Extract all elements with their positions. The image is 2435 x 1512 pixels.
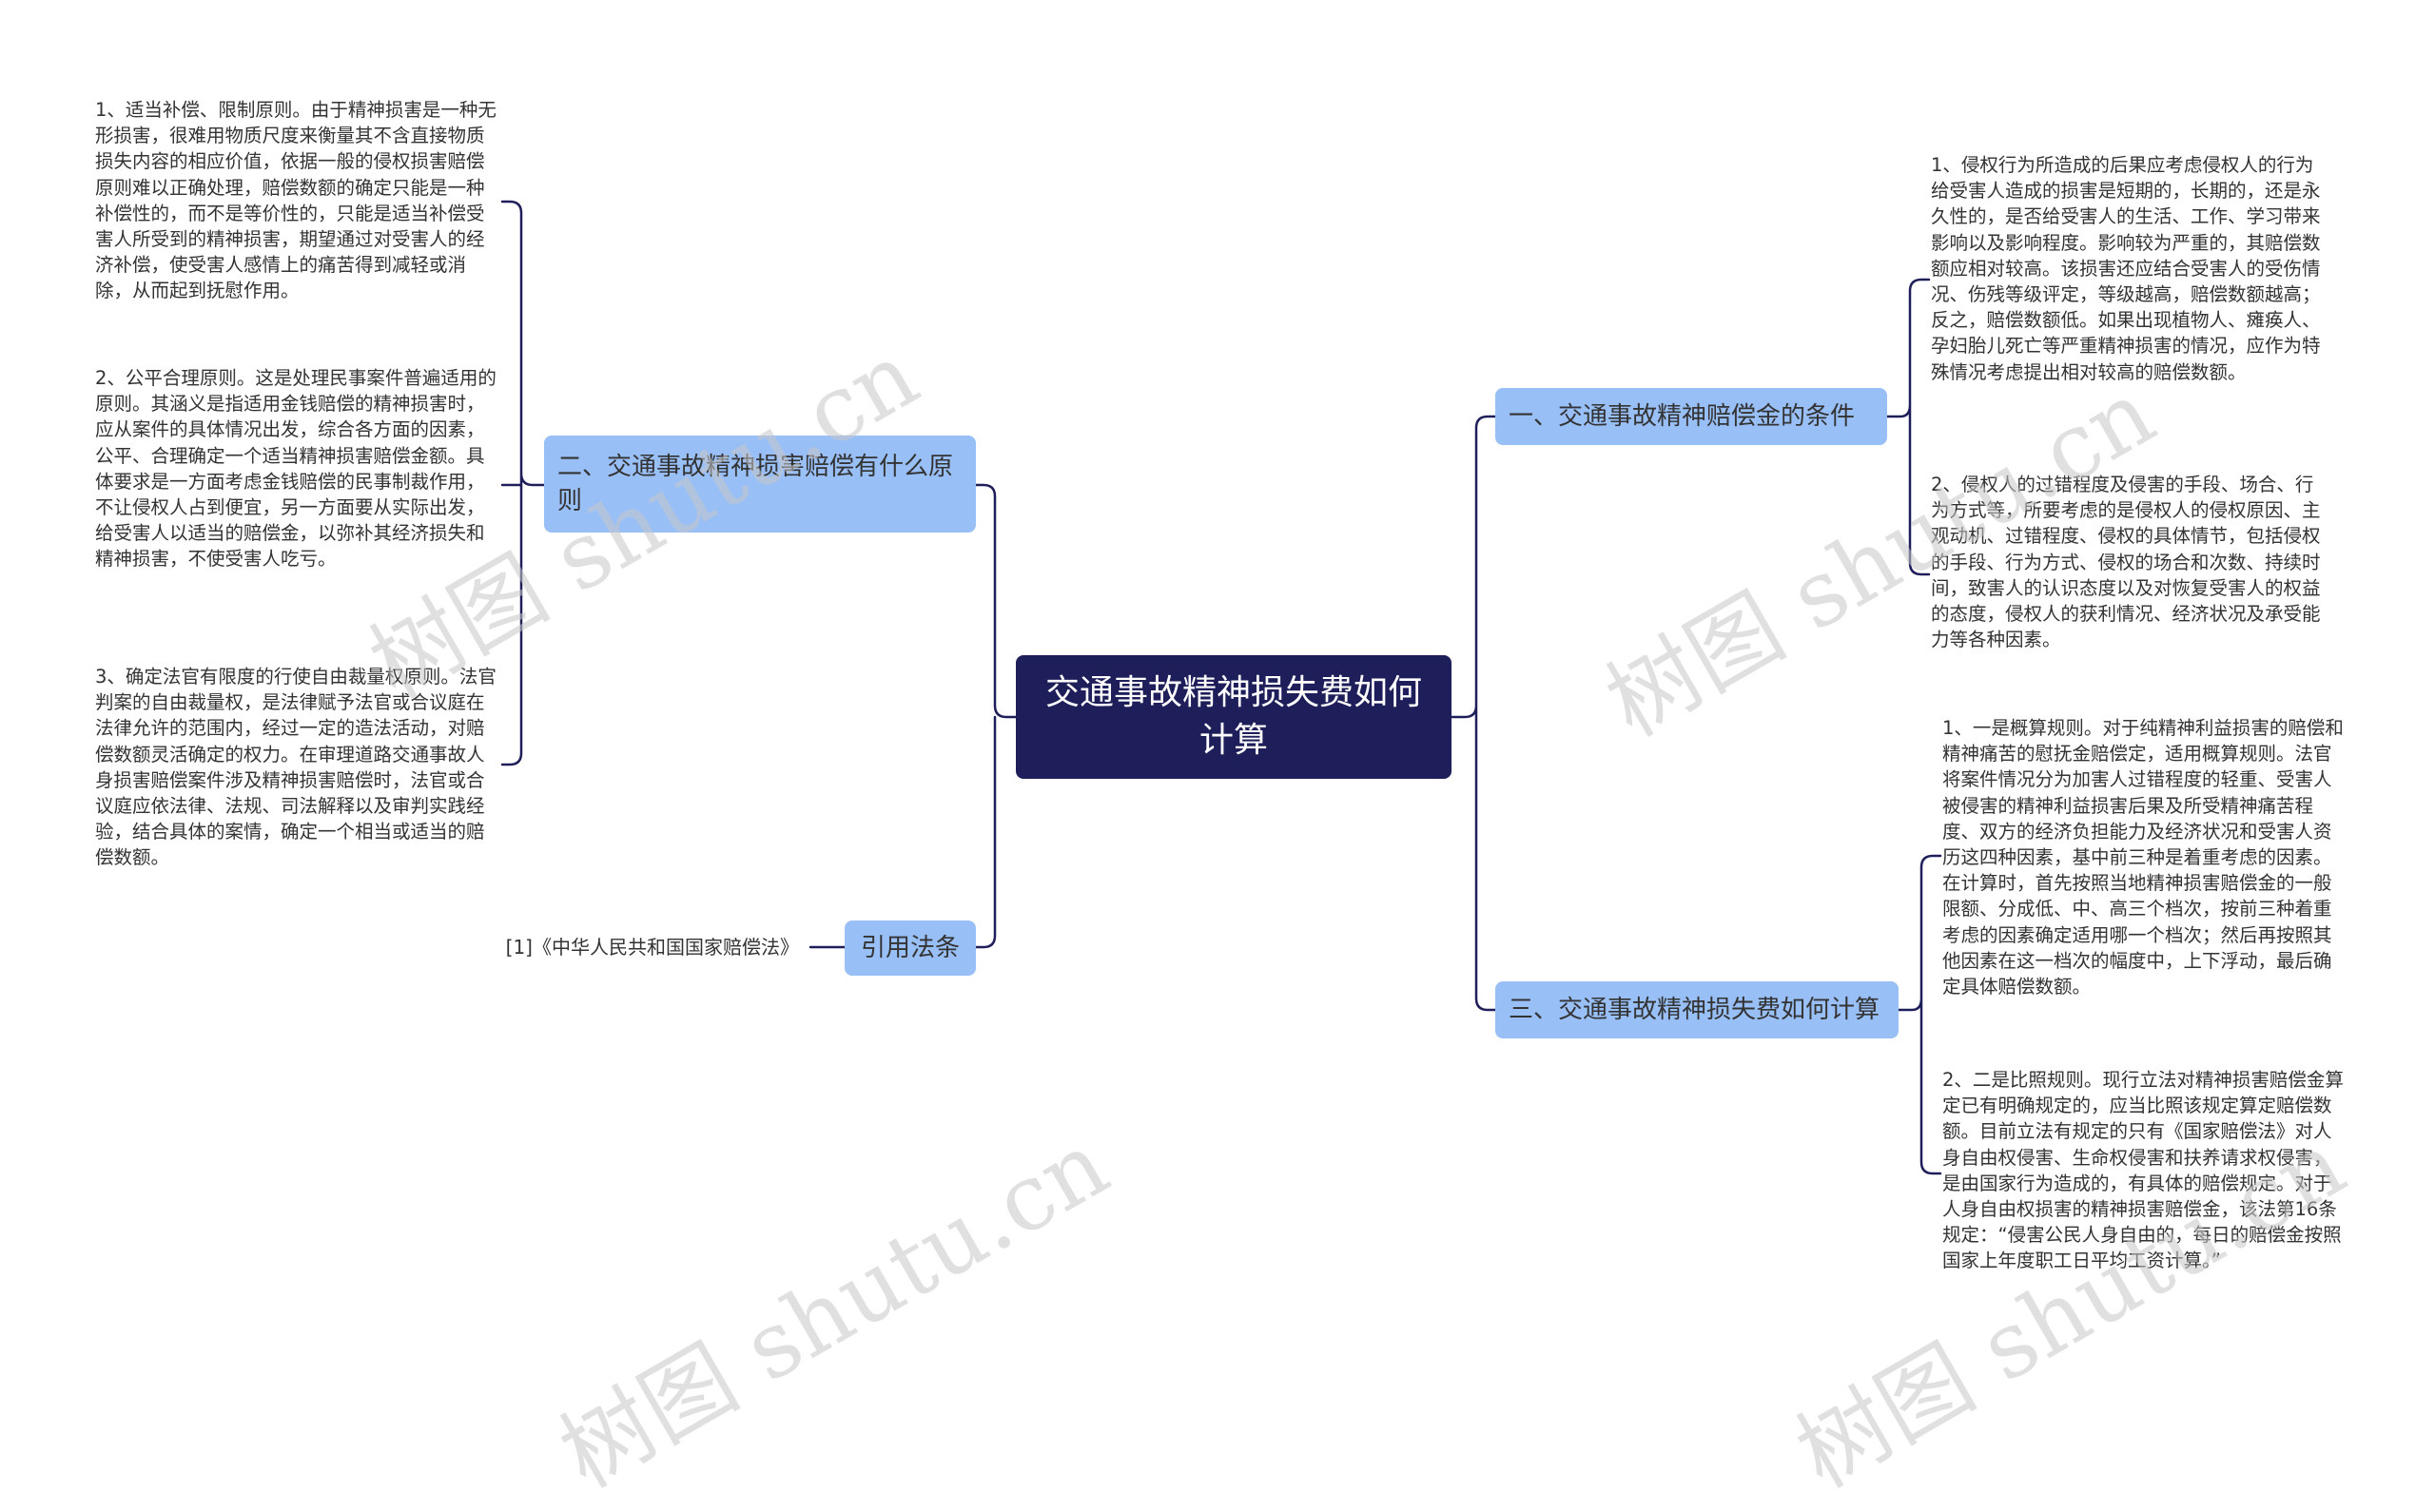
leaf-text: 3、确定法官有限度的行使自由裁量权原则。法官判案的自由裁量权，是法律赋予法官或合… [95,666,497,869]
leaf-principles-3[interactable]: 3、确定法官有限度的行使自由裁量权原则。法官判案的自由裁量权，是法律赋予法官或合… [95,664,500,871]
root-topic[interactable]: 交通事故精神损失费如何计算 [1016,655,1451,779]
link-root-left [974,483,1018,949]
link-principles-leaves [500,200,546,766]
connector-lines [500,200,1942,1175]
leaf-text: 2、二是比照规则。现行立法对精神损害赔偿金算定已有明确规定的，应当比照该规定算定… [1942,1069,2344,1272]
branch-calculation[interactable]: 三、交通事故精神损失费如何计算 [1495,981,1899,1038]
leaf-principles-2[interactable]: 2、公平合理原则。这是处理民事案件普遍适用的原则。其涵义是指适用金钱赔偿的精神损… [95,365,500,572]
branch-principles-label: 二、交通事故精神损害赔偿有什么原则 [557,453,954,515]
branch-citation[interactable]: 引用法条 [845,921,976,976]
leaf-text: 2、侵权人的过错程度及侵害的手段、场合、行为方式等，所要考虑的是侵权人的侵权原因… [1931,474,2321,651]
branch-conditions[interactable]: 一、交通事故精神赔偿金的条件 [1495,388,1887,445]
root-topic-label: 交通事故精神损失费如何计算 [1044,673,1422,760]
branch-citation-label: 引用法条 [860,934,960,962]
leaf-text: [1]《中华人民共和国国家赔偿法》 [505,936,799,959]
link-root-right [1450,415,1497,1012]
link-conditions-leaves [1885,278,1931,576]
branch-conditions-label: 一、交通事故精神赔偿金的条件 [1509,402,1856,431]
leaf-calculation-1[interactable]: 1、一是概算规则。对于纯精神利益损害的赔偿和精神痛苦的慰抚金赔偿定，适用概算规则… [1942,715,2347,999]
leaf-principles-1[interactable]: 1、适当补偿、限制原则。由于精神损害是一种无形损害，很难用物质尺度来衡量其不含直… [95,97,500,304]
leaf-conditions-1[interactable]: 1、侵权行为所造成的后果应考虑侵权人的行为给受害人造成的损害是短期的，长期的，还… [1931,152,2330,385]
leaf-text: 1、适当补偿、限制原则。由于精神损害是一种无形损害，很难用物质尺度来衡量其不含直… [95,99,497,302]
leaf-calculation-2[interactable]: 2、二是比照规则。现行立法对精神损害赔偿金算定已有明确规定的，应当比照该规定算定… [1942,1067,2347,1274]
link-calculation-leaves [1897,854,1942,1175]
branch-calculation-label: 三、交通事故精神损失费如何计算 [1509,996,1880,1024]
branch-principles[interactable]: 二、交通事故精神损害赔偿有什么原则 [544,436,976,533]
leaf-citation-1[interactable]: [1]《中华人民共和国国家赔偿法》 [447,934,799,960]
leaf-text: 1、一是概算规则。对于纯精神利益损害的赔偿和精神痛苦的慰抚金赔偿定，适用概算规则… [1942,717,2344,998]
leaf-text: 2、公平合理原则。这是处理民事案件普遍适用的原则。其涵义是指适用金钱赔偿的精神损… [95,367,497,571]
leaf-text: 1、侵权行为所造成的后果应考虑侵权人的行为给受害人造成的损害是短期的，长期的，还… [1931,154,2321,383]
leaf-conditions-2[interactable]: 2、侵权人的过错程度及侵害的手段、场合、行为方式等，所要考虑的是侵权人的侵权原因… [1931,472,2330,652]
mindmap-canvas: 交通事故精神损失费如何计算 一、交通事故精神赔偿金的条件 1、侵权行为所造成的后… [95,97,2362,1508]
